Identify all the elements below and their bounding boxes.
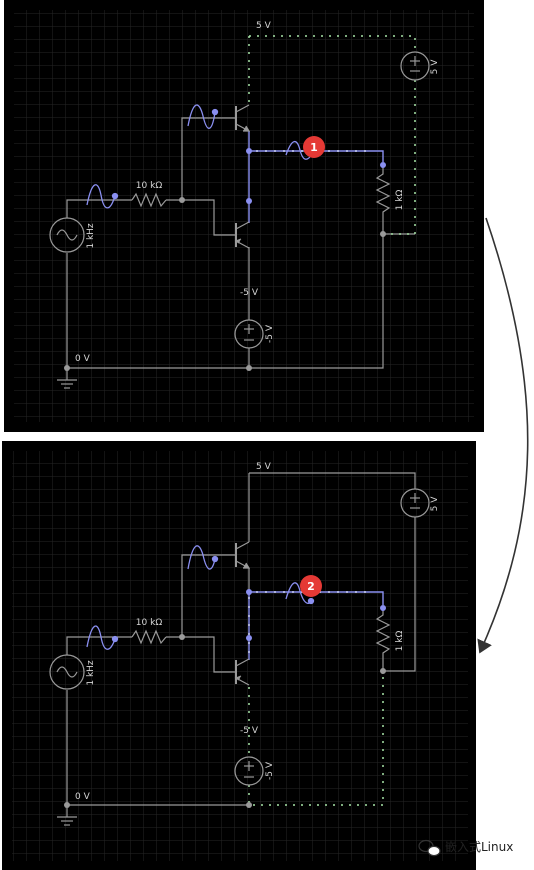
resistor-icon: [131, 629, 167, 645]
ac-source-icon: [49, 217, 85, 253]
panel-grid: [14, 10, 474, 422]
npn-transistor-icon: [235, 541, 251, 569]
dc-source-positive-icon: [400, 51, 430, 81]
pnp-transistor-icon: [234, 221, 250, 249]
label-ground-rail: 0 V: [75, 354, 91, 364]
watermark-text: 嵌入式Linux: [445, 840, 513, 854]
label-base-resistor: 10 kΩ: [136, 181, 163, 191]
circuit-panel-bottom: 1 kHz 10 kΩ 1 kΩ 5 V: [2, 441, 476, 870]
wechat-icon: [418, 839, 441, 857]
label-dc-source-negative: -5 V: [265, 761, 275, 780]
step-badge: 2: [300, 575, 322, 597]
transition-arrow: [477, 217, 529, 654]
svg-text:2: 2: [307, 580, 315, 593]
label-ac-frequency: 1 kHz: [86, 660, 96, 686]
waveform-probe-input-icon: [86, 184, 119, 209]
label-base-resistor: 10 kΩ: [136, 618, 163, 628]
waveform-probe-base-icon: [187, 104, 219, 129]
panel-grid: [12, 451, 468, 861]
waveform-probe-base-icon: [187, 545, 219, 570]
waveform-probe-output-icon: [285, 140, 314, 160]
junction-dots: [64, 589, 386, 808]
waveform-probe-input-icon: [86, 625, 119, 650]
load-resistor-icon: [375, 168, 391, 234]
load-resistor-icon: [375, 609, 391, 671]
label-dc-source-positive: 5 V: [430, 496, 440, 512]
pnp-transistor-icon: [234, 658, 250, 686]
npn-transistor-icon: [235, 104, 251, 132]
circuit-panel-top: 1 kHz 10 kΩ 1 kΩ 5 V: [4, 0, 484, 432]
dc-source-positive-icon: [400, 488, 430, 518]
label-load-resistor: 1 kΩ: [395, 631, 405, 652]
label-load-resistor: 1 kΩ: [395, 190, 405, 211]
junction-dots: [64, 148, 386, 371]
svg-text:1: 1: [310, 141, 318, 154]
watermark: 嵌入式Linux: [418, 839, 513, 857]
ac-source-icon: [49, 654, 85, 690]
label-ground-rail: 0 V: [75, 792, 91, 802]
current-flow-dots: [248, 35, 416, 235]
waveform-probe-output-icon: [285, 582, 315, 605]
label-5v-rail: 5 V: [256, 21, 272, 31]
wires: [66, 472, 416, 817]
current-flow-dots: [248, 591, 384, 806]
label-dc-source-negative: -5 V: [265, 324, 275, 343]
dc-source-negative-icon: [234, 319, 264, 349]
label-ac-frequency: 1 kHz: [86, 223, 96, 249]
ground-icon: [57, 816, 77, 826]
resistor-icon: [131, 192, 167, 208]
ground-icon: [57, 379, 77, 389]
step-badge: 1: [303, 136, 325, 158]
label-neg5v-rail: -5 V: [240, 726, 259, 736]
label-dc-source-positive: 5 V: [430, 59, 440, 75]
label-neg5v-rail: -5 V: [240, 288, 259, 298]
label-5v-rail: 5 V: [256, 462, 272, 472]
dc-source-negative-icon: [234, 756, 264, 786]
